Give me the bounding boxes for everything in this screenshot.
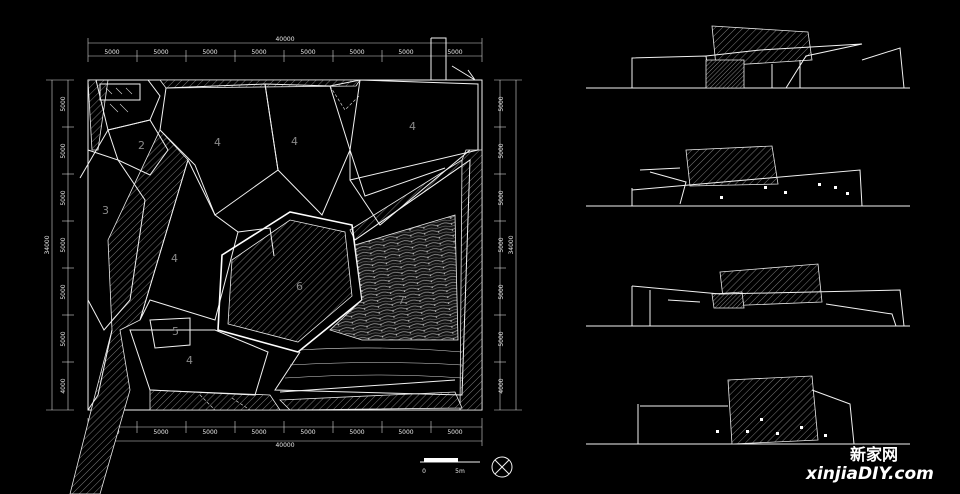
left-dim-segment: 5000 bbox=[60, 237, 67, 252]
watermark-chinese: 新家网 bbox=[850, 445, 898, 464]
right-dim-segment: 4000 bbox=[498, 378, 505, 393]
top-dim-segment: 5000 bbox=[153, 49, 168, 56]
top-dim-segment: 5000 bbox=[349, 49, 364, 56]
scale-end: 5m bbox=[455, 468, 465, 475]
right-dim-segment: 5000 bbox=[498, 284, 505, 299]
bottom-dim-segment: 5000 bbox=[251, 429, 266, 436]
top-right-annex bbox=[430, 37, 476, 81]
room-label-4: 4 bbox=[186, 354, 193, 367]
top-dim-segment: 5000 bbox=[251, 49, 266, 56]
right-dim-segment: 5000 bbox=[498, 143, 505, 158]
room-label-4: 4 bbox=[171, 252, 178, 265]
right-dim-total: 34000 bbox=[508, 235, 515, 254]
room-label-3: 3 bbox=[102, 204, 109, 217]
room-label-5: 5 bbox=[172, 325, 179, 338]
right-dim-segment: 5000 bbox=[498, 190, 505, 205]
top-dim-total: 40000 bbox=[275, 36, 294, 43]
room-label-4: 4 bbox=[214, 136, 221, 149]
left-dim-segment: 5000 bbox=[60, 96, 67, 111]
bottom-dim-segment: 5000 bbox=[447, 429, 462, 436]
scale-bar: 0 5m bbox=[420, 458, 480, 475]
room-label-6: 6 bbox=[296, 280, 303, 293]
left-dimension-chain: 34000 5000 5000 5000 5000 5000 5000 4000 bbox=[44, 79, 74, 411]
bottom-dim-segment: 5000 bbox=[153, 429, 168, 436]
outer-diagonals bbox=[79, 129, 471, 411]
bottom-dim-segment: 5000 bbox=[202, 429, 217, 436]
bottom-dimension-chain: 5000 5000 5000 5000 5000 5000 5000 5000 … bbox=[87, 418, 483, 449]
room-label-4: 4 bbox=[409, 120, 416, 133]
left-dim-segment: 5000 bbox=[60, 284, 67, 299]
left-dim-segment: 5000 bbox=[60, 331, 67, 346]
elevation-4 bbox=[586, 375, 910, 445]
left-dim-segment: 5000 bbox=[60, 143, 67, 158]
top-dim-segment: 5000 bbox=[398, 49, 413, 56]
scale-start: 0 bbox=[422, 468, 426, 475]
right-dim-segment: 5000 bbox=[498, 96, 505, 111]
elevation-windows bbox=[720, 183, 849, 199]
left-dim-segment: 4000 bbox=[60, 378, 67, 393]
hall-room bbox=[274, 159, 471, 396]
room-label-4: 4 bbox=[291, 135, 298, 148]
floor-plan: 40000 5000 5000 5000 5000 5000 5000 5000… bbox=[44, 36, 522, 494]
elevation-3 bbox=[586, 263, 910, 327]
top-dim-segment: 5000 bbox=[202, 49, 217, 56]
north-arrow-icon bbox=[491, 456, 513, 478]
right-dim-segment: 5000 bbox=[498, 237, 505, 252]
room-partitions bbox=[87, 79, 479, 411]
right-dim-segment: 5000 bbox=[498, 331, 505, 346]
left-dim-segment: 5000 bbox=[60, 190, 67, 205]
room-label-2: 2 bbox=[138, 139, 145, 152]
room-label-7: 7 bbox=[398, 294, 405, 307]
watermark-url: xinjiaDIY.com bbox=[805, 464, 934, 484]
left-dim-total: 34000 bbox=[44, 235, 51, 254]
top-dim-segment: 5000 bbox=[104, 49, 119, 56]
top-dim-segment: 5000 bbox=[300, 49, 315, 56]
site-watermark: 新家网 xinjiaDIY.com bbox=[805, 445, 934, 484]
bottom-dim-segment: 5000 bbox=[349, 429, 364, 436]
elevation-windows bbox=[716, 418, 827, 437]
elevation-2 bbox=[586, 145, 910, 207]
bottom-dim-segment: 5000 bbox=[300, 429, 315, 436]
elevation-1 bbox=[586, 25, 910, 89]
bottom-dim-segment: 5000 bbox=[398, 429, 413, 436]
top-dim-segment: 5000 bbox=[447, 49, 462, 56]
service-cluster bbox=[95, 79, 169, 176]
top-dimension-chain: 40000 5000 5000 5000 5000 5000 5000 5000… bbox=[87, 36, 483, 62]
bottom-dim-total: 40000 bbox=[275, 442, 294, 449]
right-dimension-chain: 5000 5000 5000 5000 5000 5000 4000 34000 bbox=[494, 79, 522, 411]
